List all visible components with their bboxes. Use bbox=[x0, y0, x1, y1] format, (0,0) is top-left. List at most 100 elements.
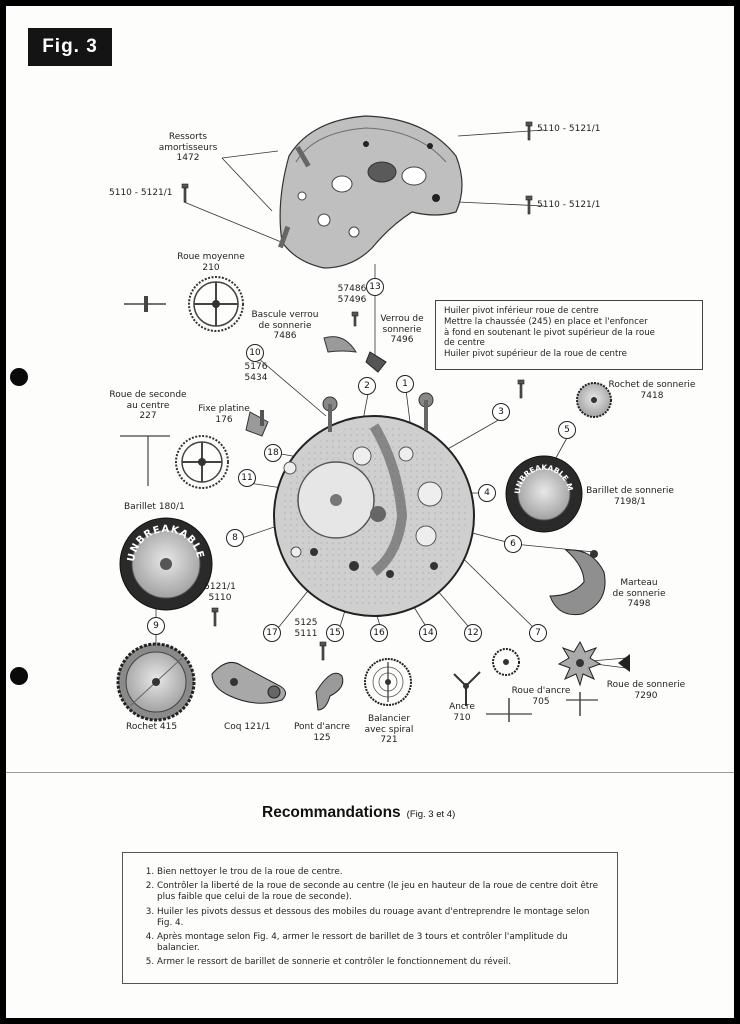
label-roue-ancre-line1: Roue d'ancre bbox=[511, 686, 571, 696]
label-balancier-line3: 721 bbox=[380, 735, 398, 745]
label-bascule: Bascule verrou de sonnerie 7486 bbox=[242, 310, 328, 342]
callout-17: 17 bbox=[263, 624, 281, 642]
label-screw-top-right: 5110 - 5121/1 bbox=[537, 124, 601, 134]
roue-ancre-wheel bbox=[486, 648, 532, 722]
label-rochet-sonnerie-line2: 7418 bbox=[640, 390, 664, 401]
callout-12: 12 bbox=[464, 624, 482, 642]
roue-moyenne-wheel bbox=[124, 276, 244, 332]
note-line: Huiler pivot supérieur de la roue de cen… bbox=[444, 349, 627, 360]
svg-text:UNBREAKABLE MAINSPRING: UNBREAKABLE MAINSPRING bbox=[6, 6, 206, 564]
label-5176-line1: 5176 bbox=[244, 362, 268, 372]
label-fixe-platine: Fixe platine 176 bbox=[188, 404, 260, 425]
recommendations-heading: Recommandations(Fig. 3 et 4) bbox=[262, 804, 455, 822]
callout-8: 8 bbox=[226, 529, 244, 547]
label-barillet-sonnerie-line2: 7198/1 bbox=[614, 496, 646, 507]
punch-hole-bottom bbox=[10, 667, 28, 685]
label-roue-moyenne-line1: Roue moyenne bbox=[177, 252, 245, 262]
label-rochet-sonnerie: Rochet de sonnerie 7418 bbox=[604, 380, 700, 401]
top-bridge-plate bbox=[278, 115, 463, 269]
coq-part bbox=[211, 661, 286, 704]
label-roue-seconde-line2: au centre bbox=[126, 400, 170, 411]
barillet-sonnerie-drum: UNBREAKABLE MAINSPRING bbox=[6, 6, 583, 533]
bascule-verrou bbox=[323, 336, 387, 373]
oiling-note-box: Huiler pivot inférieur roue de centre Me… bbox=[435, 300, 703, 370]
section-divider bbox=[6, 772, 734, 773]
label-coq: Coq 121/1 bbox=[224, 722, 271, 732]
rochet-wheel bbox=[116, 642, 196, 722]
label-5121: 5121/1 5110 bbox=[202, 582, 238, 603]
label-roue-seconde-line1: Roue de seconde bbox=[109, 390, 187, 400]
recommendation-item: Huiler les pivots dessus et dessous des … bbox=[157, 907, 599, 929]
callout-14: 14 bbox=[419, 624, 437, 642]
label-roue-sonnerie-line2: 7290 bbox=[634, 690, 658, 701]
recommendations-list: Bien nettoyer le trou de la roue de cent… bbox=[143, 867, 599, 969]
label-pont-ancre-line1: Pont d'ancre bbox=[293, 722, 351, 732]
note-line: de centre bbox=[444, 338, 485, 349]
label-ressorts-line2: amortisseurs bbox=[158, 142, 218, 153]
label-57486: 57486 57496 bbox=[332, 284, 372, 305]
label-5176-line2: 5434 bbox=[244, 372, 268, 383]
recommendation-item: Armer le ressort de barillet de sonnerie… bbox=[157, 957, 599, 968]
label-ancre-line1: Ancre bbox=[449, 702, 475, 712]
figure-label: Fig. 3 bbox=[28, 28, 112, 66]
label-5121-line1: 5121/1 bbox=[204, 582, 236, 592]
label-roue-seconde: Roue de seconde au centre 227 bbox=[102, 390, 194, 422]
callout-6: 6 bbox=[504, 535, 522, 553]
label-marteau-line1: Marteau bbox=[620, 578, 658, 588]
recommendations-subtitle: (Fig. 3 et 4) bbox=[406, 809, 456, 820]
main-plate bbox=[273, 392, 475, 617]
exploded-movement-diagram: UNBREAKABLE MAINSPRING bbox=[6, 6, 630, 722]
label-pont-ancre-line2: 125 bbox=[313, 732, 331, 743]
label-ressorts: Ressorts amortisseurs 1472 bbox=[146, 132, 230, 164]
label-verrou-line1: Verrou de bbox=[380, 314, 424, 324]
label-bascule-line2: de sonnerie bbox=[258, 320, 312, 331]
label-balancier: Balancier avec spiral 721 bbox=[356, 714, 422, 746]
label-balancier-line1: Balancier bbox=[367, 714, 411, 724]
callout-5: 5 bbox=[558, 421, 576, 439]
rochet-sonnerie-wheel bbox=[576, 382, 612, 418]
label-roue-moyenne: Roue moyenne 210 bbox=[166, 252, 256, 273]
roue-seconde-wheel bbox=[120, 435, 229, 489]
label-rochet: Rochet 415 bbox=[126, 722, 178, 732]
barillet-mainspring-text: UNBREAKABLE MAINSPRING bbox=[6, 6, 205, 564]
callout-7: 7 bbox=[529, 624, 547, 642]
callout-15: 15 bbox=[326, 624, 344, 642]
ancre-part bbox=[453, 671, 481, 706]
label-marteau: Marteau de sonnerie 7498 bbox=[604, 578, 674, 610]
callout-2: 2 bbox=[358, 377, 376, 395]
label-roue-sonnerie: Roue de sonnerie 7290 bbox=[598, 680, 694, 701]
callout-10: 10 bbox=[246, 344, 264, 362]
label-5125-line2: 5111 bbox=[294, 628, 318, 639]
label-ressorts-line1: Ressorts bbox=[168, 132, 208, 142]
note-line: Huiler pivot inférieur roue de centre bbox=[444, 306, 599, 316]
label-balancier-line2: avec spiral bbox=[364, 724, 414, 735]
balancier-wheel bbox=[364, 658, 412, 706]
callout-4: 4 bbox=[478, 484, 496, 502]
callout-3: 3 bbox=[492, 403, 510, 421]
callout-9: 9 bbox=[147, 617, 165, 635]
label-roue-seconde-line3: 227 bbox=[139, 411, 157, 421]
fixe-platine-part bbox=[245, 410, 269, 437]
recommendation-item: Bien nettoyer le trou de la roue de cent… bbox=[157, 867, 599, 878]
callout-11: 11 bbox=[238, 469, 256, 487]
recommendations-box: Bien nettoyer le trou de la roue de cent… bbox=[122, 852, 618, 984]
label-fixe-platine-line1: Fixe platine bbox=[198, 404, 250, 414]
label-roue-ancre: Roue d'ancre 705 bbox=[502, 686, 580, 707]
label-marteau-line3: 7498 bbox=[627, 599, 651, 609]
label-barillet: Barillet 180/1 bbox=[124, 502, 185, 512]
pont-ancre-part bbox=[315, 672, 344, 711]
label-verrou: Verrou de sonnerie 7496 bbox=[372, 314, 432, 346]
label-screw-left: 5110 - 5121/1 bbox=[109, 188, 173, 198]
label-5125-line1: 5125 bbox=[294, 618, 318, 628]
label-rochet-sonnerie-line1: Rochet de sonnerie bbox=[608, 380, 696, 390]
note-line: à fond en soutenant le pivot supérieur d… bbox=[444, 327, 655, 338]
label-57486-line2: 57496 bbox=[337, 294, 367, 305]
note-line: Mettre la chaussée (245) en place et l'e… bbox=[444, 316, 648, 327]
callout-1: 1 bbox=[396, 375, 414, 393]
screws bbox=[181, 121, 533, 661]
callout-16: 16 bbox=[370, 624, 388, 642]
label-verrou-line3: 7496 bbox=[390, 335, 414, 345]
label-marteau-line2: de sonnerie bbox=[612, 588, 666, 599]
label-5125: 5125 5111 bbox=[288, 618, 324, 639]
label-pont-ancre: Pont d'ancre 125 bbox=[286, 722, 358, 743]
